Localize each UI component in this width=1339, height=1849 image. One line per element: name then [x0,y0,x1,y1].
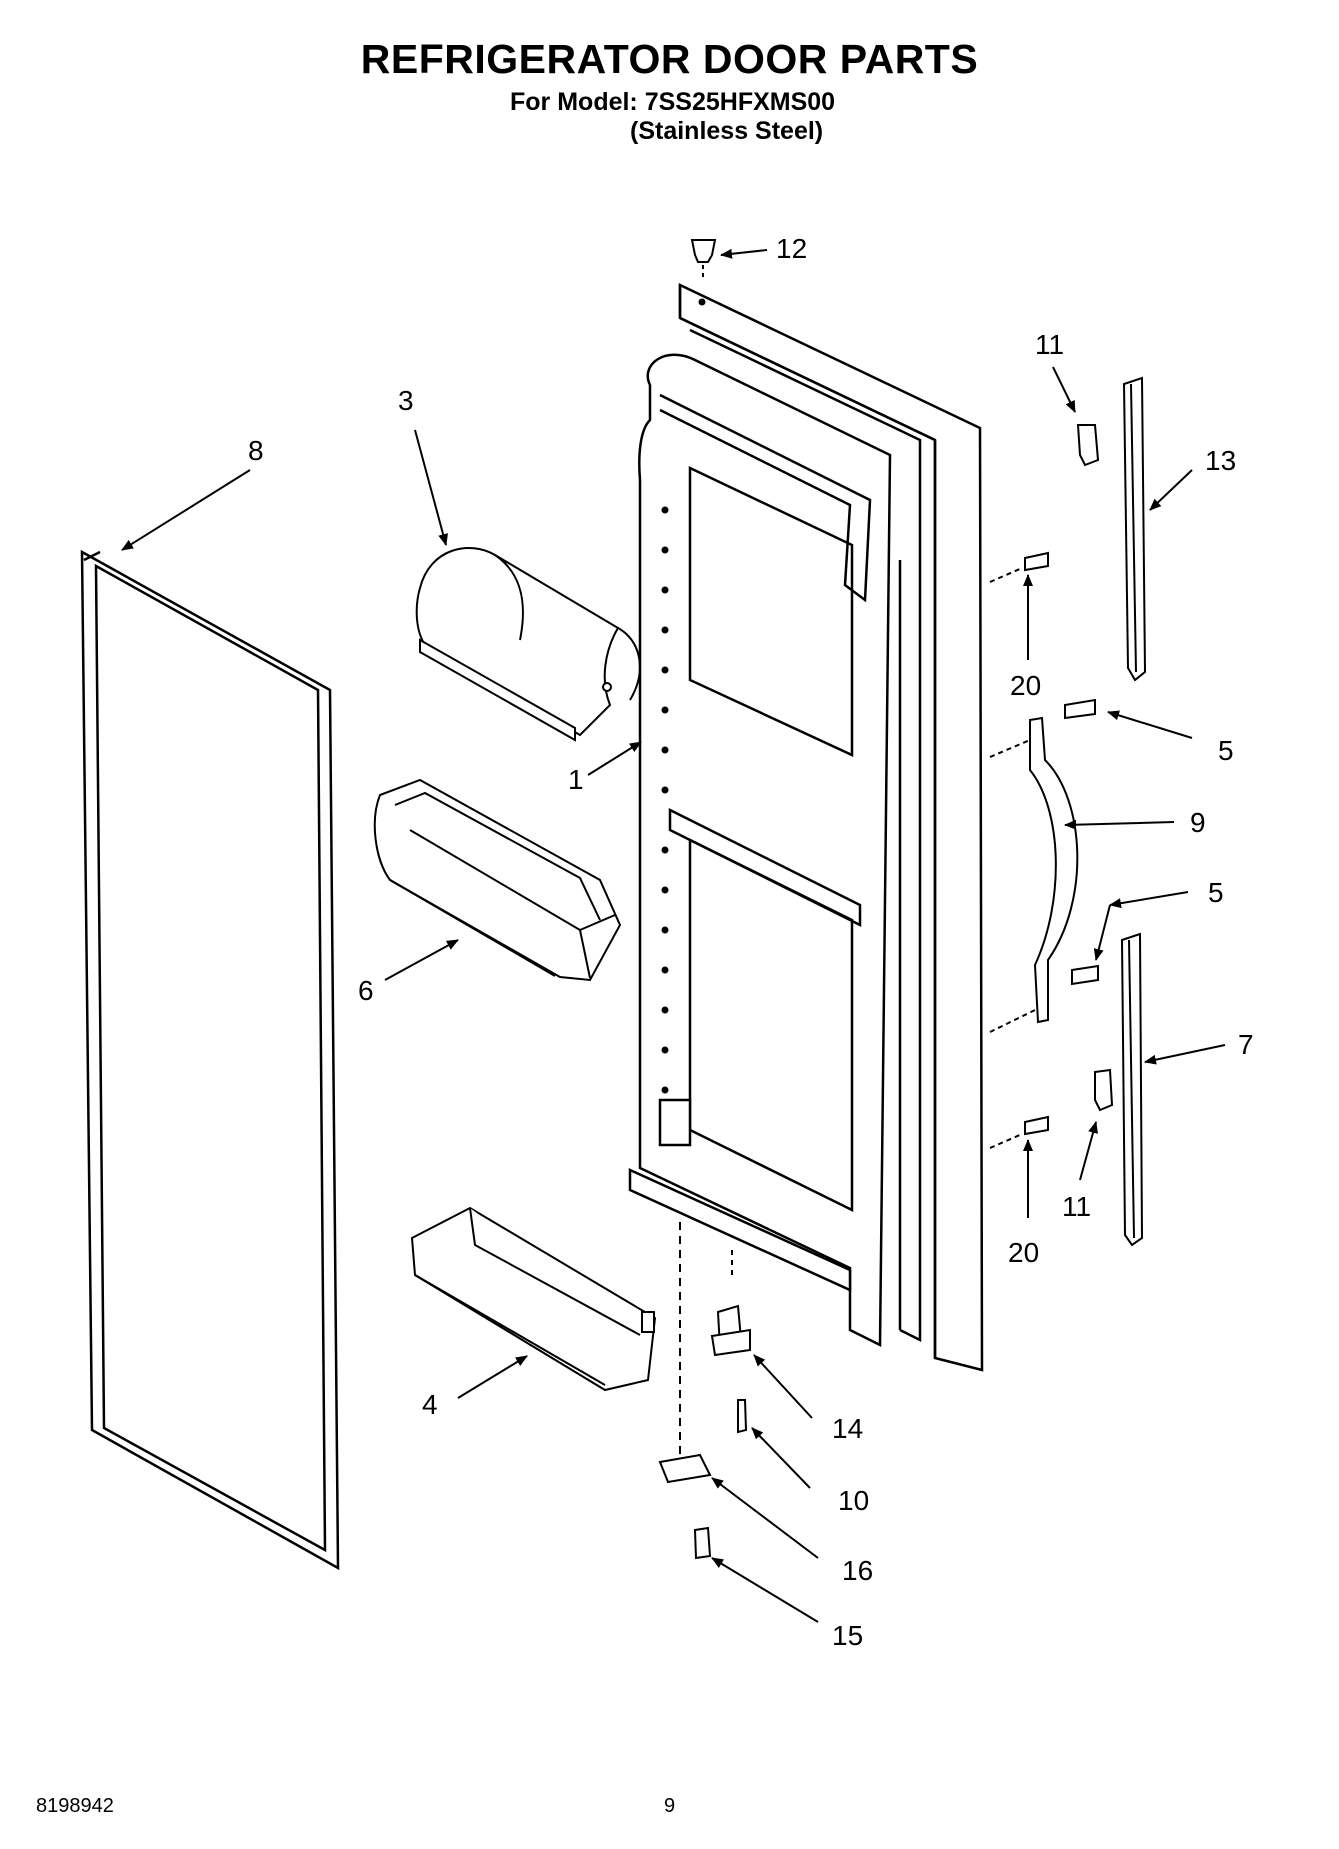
page-number: 9 [664,1795,676,1817]
trim-strip-lower-part [1120,932,1144,1247]
finish-line: (Stainless Steel) [630,117,824,145]
door-gasket-part [80,549,340,1571]
door-bin-part [373,778,622,982]
callout-12: 12 [776,233,807,264]
callout-8: 8 [248,435,264,466]
callout-1: 1 [568,764,584,795]
callout-5-upper: 5 [1218,735,1234,766]
top-plug-part [690,239,717,280]
callout-5-lower: 5 [1208,877,1224,908]
document-number: 8198942 [36,1795,114,1817]
callout-4: 4 [422,1389,438,1420]
callout-6: 6 [358,975,374,1006]
callout-7: 7 [1238,1029,1254,1060]
callout-10: 10 [838,1485,869,1516]
page-title: REFRIGERATOR DOOR PARTS [360,36,979,82]
callout-9: 9 [1190,807,1206,838]
callout-11-lower: 11 [1062,1191,1091,1222]
callout-16: 16 [842,1555,873,1586]
shelf-rail-part [410,1206,657,1392]
refrigerator-door-part [628,283,984,1372]
leader-lines [121,248,1226,1623]
trim-strip-upper-part [1122,376,1147,682]
door-handle-part [989,716,1079,1033]
callout-14: 14 [832,1413,863,1444]
callout-15: 15 [832,1620,863,1651]
callout-20-upper: 20 [1010,670,1041,701]
callout-20-lower: 20 [1008,1237,1039,1268]
clip-lower-part [1094,1068,1114,1112]
clip-upper-part [1076,424,1100,467]
callout-11-upper: 11 [1035,329,1064,360]
callout-13: 13 [1205,445,1236,476]
model-line: For Model: 7SS25HFXMS00 [510,88,836,116]
screw-parts [989,551,1099,1149]
hinge-hardware-parts [658,1222,751,1560]
dairy-compartment-part [415,547,641,742]
callout-3: 3 [398,385,414,416]
callout-labels: 8 3 1 6 4 12 11 13 20 5 9 5 7 11 20 14 1… [248,233,1254,1651]
